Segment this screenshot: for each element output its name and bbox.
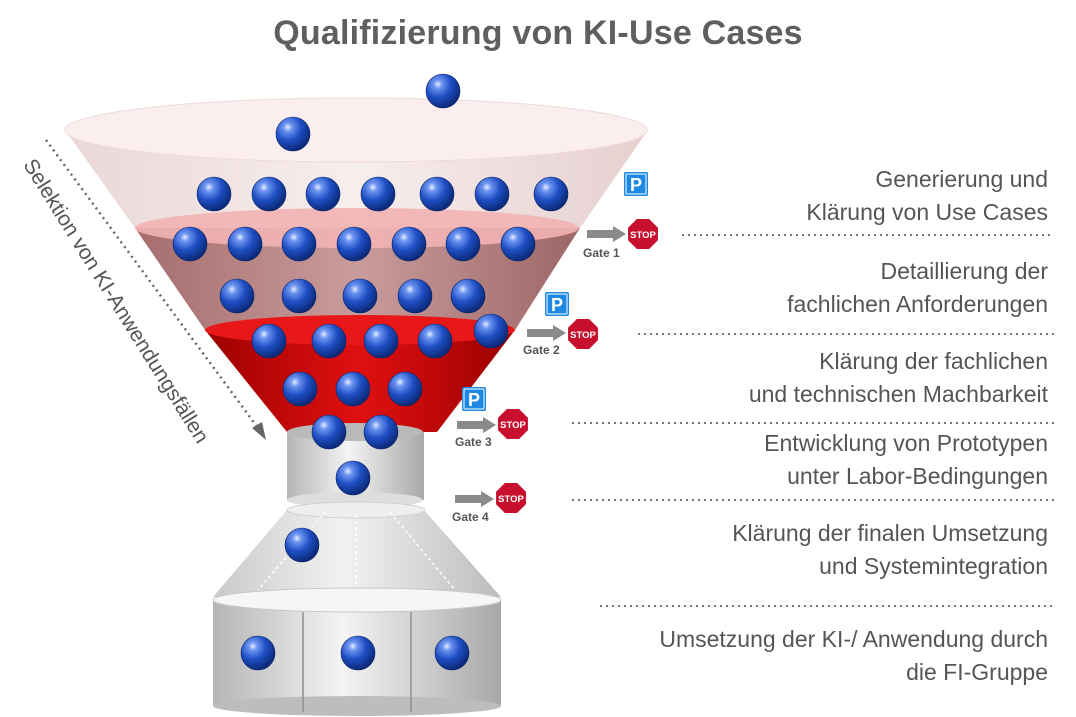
gate-arrow-icon	[457, 417, 496, 433]
blue-sphere-icon	[387, 371, 423, 407]
blue-sphere-icon	[275, 116, 311, 152]
blue-sphere-icon	[397, 278, 433, 314]
svg-text:P: P	[468, 390, 480, 410]
blue-sphere-icon	[533, 176, 569, 212]
funnel-lower-cone	[213, 501, 501, 597]
blue-sphere-icon	[335, 371, 371, 407]
blue-sphere-icon	[419, 176, 455, 212]
stage-label-5: Klärung der finalen Umsetzung und System…	[732, 520, 1048, 579]
blue-sphere-icon	[172, 226, 208, 262]
blue-sphere-icon	[284, 527, 320, 563]
gate-arrow-icon	[527, 325, 566, 341]
stage-label-4: Entwicklung von Prototypen unter Labor-B…	[764, 430, 1048, 489]
blue-sphere-icon	[219, 278, 255, 314]
gate-1: Gate 1 STOP P	[583, 172, 660, 260]
blue-sphere-icon	[282, 371, 318, 407]
gate-arrow-icon	[455, 491, 494, 507]
blue-sphere-icon	[425, 73, 461, 109]
blue-sphere-icon	[363, 323, 399, 359]
stage-label-1: Generierung und Klärung von Use Cases	[806, 166, 1048, 225]
stage-label-6: Umsetzung der KI-/ Anwendung durch die F…	[659, 626, 1048, 685]
stage-label-2: Detaillierung der fachlichen Anforderung…	[787, 258, 1048, 317]
stop-sign-icon: STOP	[626, 217, 660, 251]
blue-sphere-icon	[281, 226, 317, 262]
diagram-title: Qualifizierung von KI-Use Cases	[273, 14, 803, 52]
blue-sphere-icon	[500, 226, 536, 262]
blue-sphere-icon	[335, 460, 371, 496]
blue-sphere-icon	[281, 278, 317, 314]
gate-label: Gate 4	[452, 510, 489, 524]
blue-sphere-icon	[305, 176, 341, 212]
svg-text:P: P	[551, 295, 563, 315]
funnel-ring-lower	[205, 315, 515, 345]
blue-sphere-icon	[311, 323, 347, 359]
svg-text:STOP: STOP	[498, 494, 524, 505]
gate-4: Gate 4 STOP	[452, 481, 528, 524]
use-case-balls	[172, 73, 569, 671]
stop-sign-icon: STOP	[494, 481, 528, 515]
blue-sphere-icon	[240, 635, 276, 671]
blue-sphere-icon	[474, 176, 510, 212]
svg-text:STOP: STOP	[500, 420, 526, 431]
blue-sphere-icon	[336, 226, 372, 262]
svg-text:P: P	[630, 175, 642, 195]
selection-arrow	[44, 139, 266, 440]
stage-label-3: Klärung der fachlichen und technischen M…	[748, 348, 1048, 407]
stop-sign-icon: STOP	[566, 317, 600, 351]
blue-sphere-icon	[251, 176, 287, 212]
parking-sign-icon: P	[462, 387, 486, 411]
parking-sign-icon: P	[545, 292, 569, 316]
blue-sphere-icon	[417, 323, 453, 359]
blue-sphere-icon	[360, 176, 396, 212]
blue-sphere-icon	[311, 414, 347, 450]
stage-separators	[572, 234, 1054, 607]
gate-3: Gate 3 STOP P	[455, 387, 530, 449]
blue-sphere-icon	[227, 226, 263, 262]
gate-2: Gate 2 STOP P	[523, 292, 600, 357]
blue-sphere-icon	[340, 635, 376, 671]
gate-label: Gate 2	[523, 343, 560, 357]
gate-arrow-icon	[587, 226, 626, 242]
blue-sphere-icon	[196, 176, 232, 212]
gate-label: Gate 1	[583, 246, 620, 260]
svg-text:STOP: STOP	[570, 330, 596, 341]
blue-sphere-icon	[450, 278, 486, 314]
svg-text:STOP: STOP	[630, 230, 656, 241]
blue-sphere-icon	[434, 635, 470, 671]
stop-sign-icon: STOP	[496, 407, 530, 441]
gate-label: Gate 3	[455, 435, 492, 449]
blue-sphere-icon	[445, 226, 481, 262]
blue-sphere-icon	[391, 226, 427, 262]
blue-sphere-icon	[342, 278, 378, 314]
blue-sphere-icon	[363, 414, 399, 450]
blue-sphere-icon	[473, 313, 509, 349]
funnel-rim	[64, 97, 648, 163]
blue-sphere-icon	[251, 323, 287, 359]
parking-sign-icon: P	[624, 172, 648, 196]
